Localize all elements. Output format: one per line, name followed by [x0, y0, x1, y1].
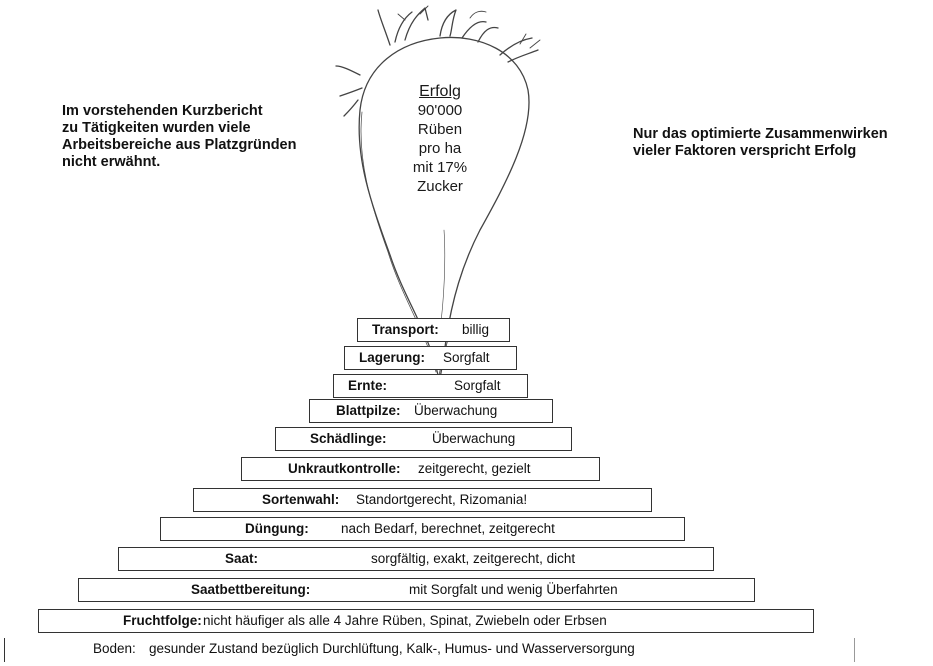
step-value: Standortgerecht, Rizomania!	[356, 492, 528, 507]
step-fruchtfolge: Fruchtfolge: nicht häufiger als alle 4 J…	[38, 609, 814, 633]
note-right: Nur das optimierte Zusammenwirken vieler…	[633, 126, 888, 160]
step-duengung: Düngung: nach Bedarf, berechnet, zeitger…	[160, 517, 685, 541]
note-left-line: nicht erwähnt.	[62, 154, 161, 170]
step-label: Ernte:	[348, 378, 388, 393]
step-value: Überwachung	[432, 431, 516, 446]
step-label: Boden:	[93, 641, 136, 656]
step-value: sorgfältig, exakt, zeitgerecht, dicht	[371, 551, 576, 566]
note-left-line: zu Tätigkeiten wurden viele	[62, 120, 251, 136]
note-left: Im vorstehenden Kurzbericht zu Tätigkeit…	[62, 103, 296, 171]
step-schaedlinge: Schädlinge: Überwachung	[275, 427, 572, 451]
step-value: mit Sorgfalt und wenig Überfahrten	[409, 582, 618, 597]
step-label: Unkrautkontrolle:	[288, 461, 401, 476]
step-saatbettbereitung: Saatbettbereitung: mit Sorgfalt und weni…	[78, 578, 755, 602]
beet-leaves	[335, 7, 539, 117]
step-lagerung: Lagerung: Sorgfalt	[344, 346, 517, 370]
beet-line: Rüben	[417, 121, 463, 138]
step-blattpilze: Blattpilze: Überwachung	[309, 399, 553, 423]
beet-line: mit 17%	[412, 159, 468, 176]
step-transport: Transport: billig	[357, 318, 510, 342]
step-label: Düngung:	[245, 521, 309, 536]
step-label: Saat:	[225, 551, 259, 566]
step-label: Blattpilze:	[336, 403, 401, 418]
note-left-line: Arbeitsbereiche aus Platzgründen	[62, 137, 297, 153]
step-label: Sortenwahl:	[262, 492, 340, 507]
note-right-line: vieler Faktoren verspricht Erfolg	[633, 143, 857, 159]
step-value: gesunder Zustand bezüglich Durchlüftung,…	[149, 641, 635, 656]
beet-title: Erfolg	[419, 83, 461, 100]
step-saat: Saat: sorgfältig, exakt, zeitgerecht, di…	[118, 547, 714, 571]
note-right-line: Nur das optimierte Zusammenwirken	[633, 126, 888, 142]
step-value: nicht häufiger als alle 4 Jahre Rüben, S…	[203, 613, 607, 628]
beet-success-text: Erfolg 90'000 Rüben pro ha mit 17% Zucke…	[388, 82, 492, 196]
step-value: Sorgfalt	[443, 350, 490, 365]
step-unkrautkontrolle: Unkrautkontrolle: zeitgerecht, gezielt	[241, 457, 600, 481]
step-value: Überwachung	[414, 403, 498, 418]
step-label: Fruchtfolge:	[123, 613, 202, 628]
step-label: Lagerung:	[359, 350, 425, 365]
step-label: Schädlinge:	[310, 431, 387, 446]
beet-line: pro ha	[418, 140, 462, 157]
step-value: Sorgfalt	[454, 378, 501, 393]
step-label: Transport:	[372, 322, 439, 337]
step-value: billig	[462, 322, 490, 337]
beet-line: 90'000	[417, 102, 463, 119]
step-label: Saatbettbereitung:	[191, 582, 311, 597]
beet-body-outline	[358, 36, 530, 379]
step-value: nach Bedarf, berechnet, zeitgerecht	[341, 521, 555, 536]
step-value: zeitgerecht, gezielt	[418, 461, 531, 476]
note-left-line: Im vorstehenden Kurzbericht	[62, 103, 263, 119]
step-sortenwahl: Sortenwahl: Standortgerecht, Rizomania!	[193, 488, 652, 512]
step-boden: Boden: gesunder Zustand bezüglich Durchl…	[4, 638, 855, 662]
beet-line: Zucker	[417, 178, 463, 195]
step-ernte: Ernte: Sorgfalt	[333, 374, 528, 398]
